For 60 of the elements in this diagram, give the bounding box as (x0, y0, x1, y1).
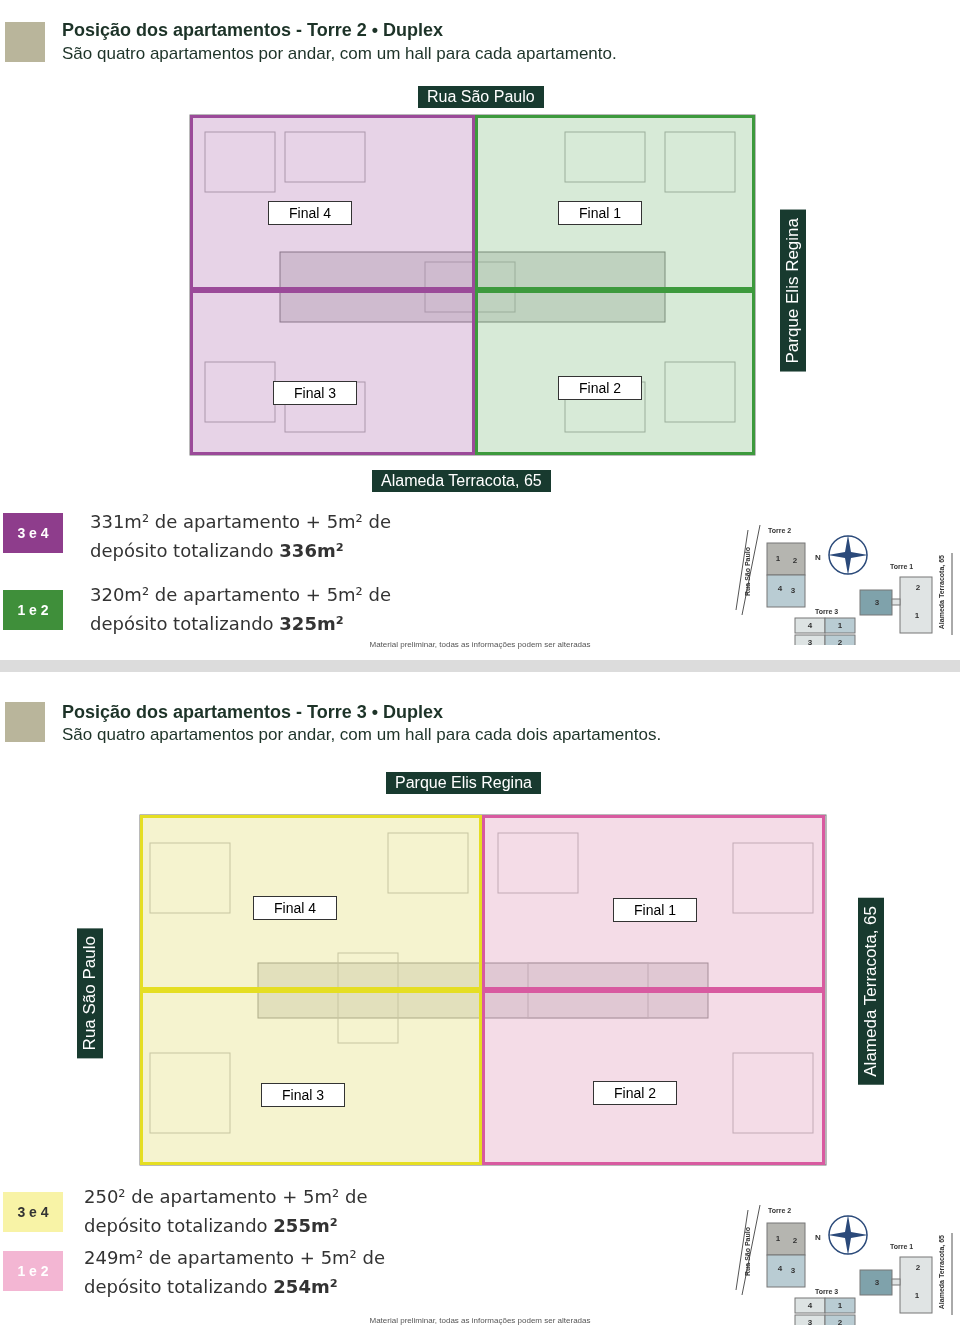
street-sign: Parque Elis Regina (386, 772, 541, 794)
street-sign: Parque Elis Regina (780, 210, 806, 372)
map-label: 3 (807, 1317, 813, 1327)
map-label: 2 (792, 555, 798, 565)
unit-label: Final 2 (593, 1081, 678, 1105)
map-label: 4 (777, 583, 783, 593)
map-label: 3 (874, 1277, 880, 1287)
unit-label: Final 1 (558, 201, 643, 225)
map-label: 1 (837, 620, 843, 630)
street-sign: Rua São Paulo (418, 86, 544, 108)
legend-chip: 1 e 2 (3, 1251, 63, 1291)
map-label: 2 (837, 1317, 843, 1327)
map-label: 1 (775, 553, 781, 563)
apartment-area (482, 815, 825, 990)
map-label: 2 (915, 1262, 921, 1272)
footnote: Material preliminar, todas as informações podem ser alteradas (369, 1316, 591, 1325)
map-label: 2 (792, 1235, 798, 1245)
area-text: 250² de apartamento + 5m² de depósito totalizando 255m² (84, 1185, 369, 1238)
map-label: N (815, 1232, 821, 1242)
area-text: 249m² de apartamento + 5m² de depósito totalizando 254m² (84, 1246, 387, 1299)
slide-heading: Posição dos apartamentos - Torre 2 • Duplex (62, 20, 444, 41)
map-label: 1 (837, 1300, 843, 1310)
apartment-area (482, 990, 825, 1165)
legend-chip: 3 e 4 (3, 513, 63, 553)
map-label: 4 (777, 1263, 783, 1273)
legend-chip: 1 e 2 (3, 590, 63, 630)
apartment-area (475, 115, 755, 290)
apartment-area (140, 990, 482, 1165)
map-label: 3 (874, 597, 880, 607)
apartment-area (190, 290, 475, 455)
map-label: 3 (790, 585, 796, 595)
map-label: 1 (914, 610, 920, 620)
unit-label: Final 2 (558, 376, 643, 400)
street-sign: Alameda Terracota, 65 (372, 470, 551, 492)
slide-heading: Posição dos apartamentos - Torre 3 • Duplex (62, 702, 444, 723)
area-text: 331m² de apartamento + 5m² de depósito totalizando 336m² (90, 510, 393, 563)
area-text: 320m² de apartamento + 5m² de depósito totalizando 325m² (90, 583, 393, 636)
unit-label: Final 4 (253, 896, 338, 920)
map-label: 4 (807, 1300, 813, 1310)
map-label: 1 (914, 1290, 920, 1300)
street-sign: Alameda Terracota, 65 (858, 898, 884, 1085)
map-label: 4 (807, 620, 813, 630)
street-sign: Rua São Paulo (77, 928, 103, 1059)
unit-label: Final 3 (261, 1083, 346, 1107)
unit-label: Final 4 (268, 201, 353, 225)
apartment-area (190, 115, 475, 290)
map-label: 3 (790, 1265, 796, 1275)
unit-label: Final 3 (273, 381, 358, 405)
legend-chip: 3 e 4 (3, 1192, 63, 1232)
footnote: Material preliminar, todas as informações podem ser alteradas (369, 640, 591, 649)
unit-label: Final 1 (613, 898, 698, 922)
map-label: 2 (915, 582, 921, 592)
slide-subheading: São quatro apartamentos por andar, com um hall para cada apartamento. (62, 44, 617, 64)
map-label: N (815, 552, 821, 562)
apartment-area (475, 290, 755, 455)
map-label: 2 (837, 637, 843, 647)
apartment-area (140, 815, 482, 990)
map-label: 3 (807, 637, 813, 647)
map-label: 1 (775, 1233, 781, 1243)
slide-subheading: São quatro apartamentos por andar, com um hall para cada dois apartamentos. (62, 725, 662, 745)
